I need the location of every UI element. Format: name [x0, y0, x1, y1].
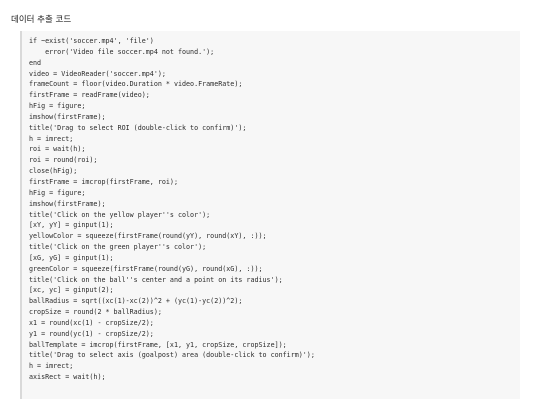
code-line: y1 = round(yc(1) - cropSize/2); — [29, 329, 154, 338]
code-line: if ~exist('soccer.mp4', 'file') — [29, 37, 154, 45]
code-line: ballTemplate = imcrop(firstFrame, [x1, y… — [29, 340, 287, 349]
code-line: imshow(firstFrame); — [29, 112, 106, 121]
code-line: end — [29, 58, 42, 67]
code-line: close(hFig); — [29, 167, 78, 176]
code-line: x1 = round(xc(1) - cropSize/2); — [29, 318, 154, 327]
code-line: [xc, yc] = ginput(2); — [29, 286, 114, 295]
code-line: video = VideoReader('soccer.mp4'); — [29, 69, 166, 78]
code-line: hFig = figure; — [29, 188, 86, 197]
code-line: h = imrect; — [29, 362, 74, 371]
code-line: imshow(firstFrame); — [29, 199, 106, 208]
code-line: title('Drag to select ROI (double-click … — [29, 123, 247, 132]
code-line: greenColor = squeeze(firstFrame(round(yG… — [29, 264, 263, 273]
code-line: yellowColor = squeeze(firstFrame(round(y… — [29, 232, 267, 241]
code-line: [xY, yY] = ginput(1); — [29, 221, 114, 230]
code-line: roi = round(roi); — [29, 156, 98, 165]
code-line: title('Click on the ball''s center and a… — [29, 275, 283, 284]
code-line: [xG, yG] = ginput(1); — [29, 253, 114, 262]
code-line: error('Video file soccer.mp4 not found.'… — [29, 47, 215, 56]
code-line: frameCount = floor(video.Duration * vide… — [29, 80, 243, 89]
code-line: ballRadius = sqrt((xc(1)-xc(2))^2 + (yc(… — [29, 297, 243, 306]
code-line: firstFrame = readFrame(video); — [29, 91, 150, 100]
section-heading: 데이터 추출 코드 — [11, 15, 72, 25]
code-line: title('Drag to select axis (goalpost) ar… — [29, 351, 315, 360]
code-line: hFig = figure; — [29, 102, 86, 111]
code-line: title('Click on the yellow player''s col… — [29, 210, 211, 219]
code-line: title('Click on the green player''s colo… — [29, 243, 207, 252]
code-line: cropSize = round(2 * ballRadius); — [29, 308, 162, 317]
code-line: axisRect = wait(h); — [29, 373, 106, 382]
code-block: if ~exist('soccer.mp4', 'file') error('V… — [20, 31, 520, 399]
code-line: h = imrect; — [29, 134, 74, 143]
code-line: roi = wait(h); — [29, 145, 86, 154]
code-line: firstFrame = imcrop(firstFrame, roi); — [29, 177, 178, 186]
